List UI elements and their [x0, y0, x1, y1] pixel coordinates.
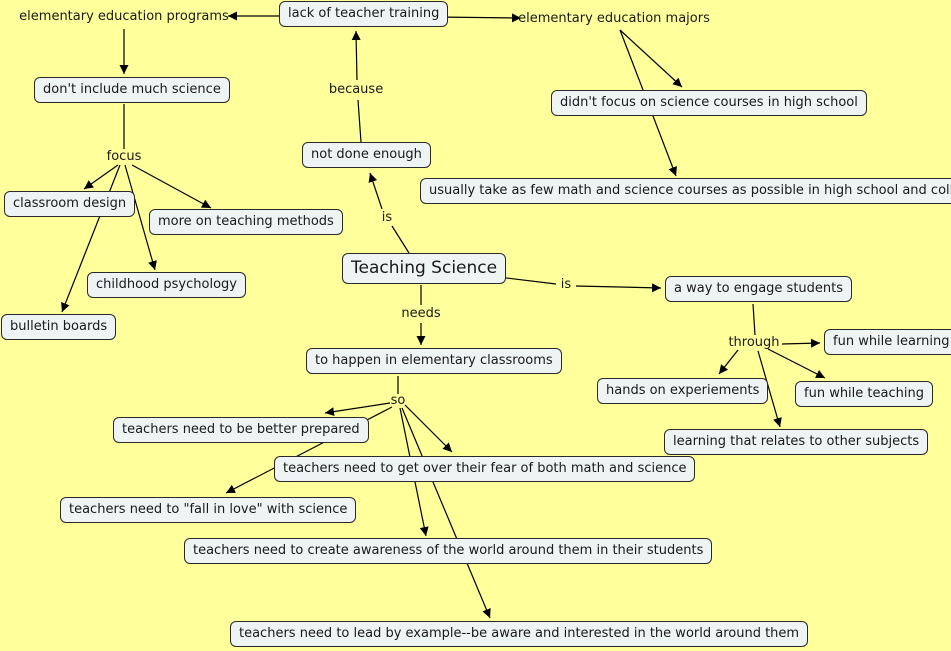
edge-so-to-fear [404, 404, 453, 453]
concept-fun-while-learning[interactable]: fun while learning [824, 329, 951, 355]
concept-teachers-create-awareness[interactable]: teachers need to create awareness of the… [184, 538, 713, 564]
concept-hands-on-experiements[interactable]: hands on experiements [597, 378, 769, 404]
edge-ts-to-is2 [497, 276, 557, 285]
edge-so-to-prepared [324, 402, 391, 417]
concept-teachers-better-prepared[interactable]: teachers need to be better prepared [113, 417, 369, 443]
link-label-needs[interactable]: needs [401, 306, 441, 321]
concept-teachers-overcome-fear[interactable]: teachers need to get over their fear of … [274, 456, 696, 482]
concept-few-math-science-courses[interactable]: usually take as few math and science cou… [420, 178, 951, 204]
edge-because-to-training [351, 30, 361, 81]
edge-through-to-handson [718, 349, 739, 375]
edge-focus-to-classroom [83, 164, 119, 190]
edge-focus-to-bulletin [61, 164, 121, 313]
concept-teaching-science[interactable]: Teaching Science [342, 253, 507, 284]
concept-engage-students[interactable]: a way to engage students [665, 276, 853, 302]
concept-more-on-teaching-methods[interactable]: more on teaching methods [149, 209, 343, 235]
concept-classroom-design[interactable]: classroom design [4, 191, 136, 217]
edge-focus-to-methods [131, 164, 212, 209]
link-label-focus[interactable]: focus [106, 149, 142, 164]
edge-focus-to-psych [124, 164, 157, 271]
link-label-through[interactable]: through [728, 335, 780, 350]
edge-through-to-funlearning [781, 338, 821, 348]
concept-fun-while-teaching[interactable]: fun while teaching [795, 381, 933, 407]
concept-elementary-education-majors[interactable]: elementary education majors [518, 11, 710, 26]
edge-through-to-funteaching [767, 348, 826, 379]
concept-learning-relates-to-subjects[interactable]: learning that relates to other subjects [664, 429, 929, 455]
edge-engage-to-through [752, 303, 756, 336]
concept-childhood-psychology[interactable]: childhood psychology [87, 272, 246, 298]
edge-so-to-example [401, 407, 491, 619]
concept-happen-in-elementary-classrooms[interactable]: to happen in elementary classrooms [306, 348, 562, 374]
link-label-is-engage[interactable]: is [560, 277, 572, 292]
concept-teachers-lead-by-example[interactable]: teachers need to lead by example--be awa… [230, 621, 809, 647]
concept-didnt-focus-on-science[interactable]: didn't focus on science courses in high … [551, 90, 867, 116]
concept-teachers-fall-in-love[interactable]: teachers need to "fall in love" with sci… [60, 497, 357, 523]
link-label-because[interactable]: because [328, 82, 384, 97]
link-label-is-not-done[interactable]: is [381, 210, 393, 225]
edge-training-to-majors [435, 13, 522, 23]
concept-not-done-enough[interactable]: not done enough [302, 142, 431, 168]
concept-elementary-education-programs[interactable]: elementary education programs [19, 9, 229, 24]
concept-bulletin-boards[interactable]: bulletin boards [1, 314, 117, 340]
edge-notdone-to-because [357, 99, 362, 143]
edge-is2-to-engage [575, 283, 662, 293]
link-label-so[interactable]: so [390, 393, 406, 408]
concept-dont-include-much-science[interactable]: don't include much science [34, 77, 230, 103]
edge-through-to-relates [757, 350, 782, 428]
edge-majors-to-didntfocus [619, 29, 683, 88]
concept-lack-of-teacher-training[interactable]: lack of teacher training [279, 1, 449, 27]
edge-is-to-notdone [368, 172, 383, 210]
edge-ts-to-is [391, 225, 410, 254]
